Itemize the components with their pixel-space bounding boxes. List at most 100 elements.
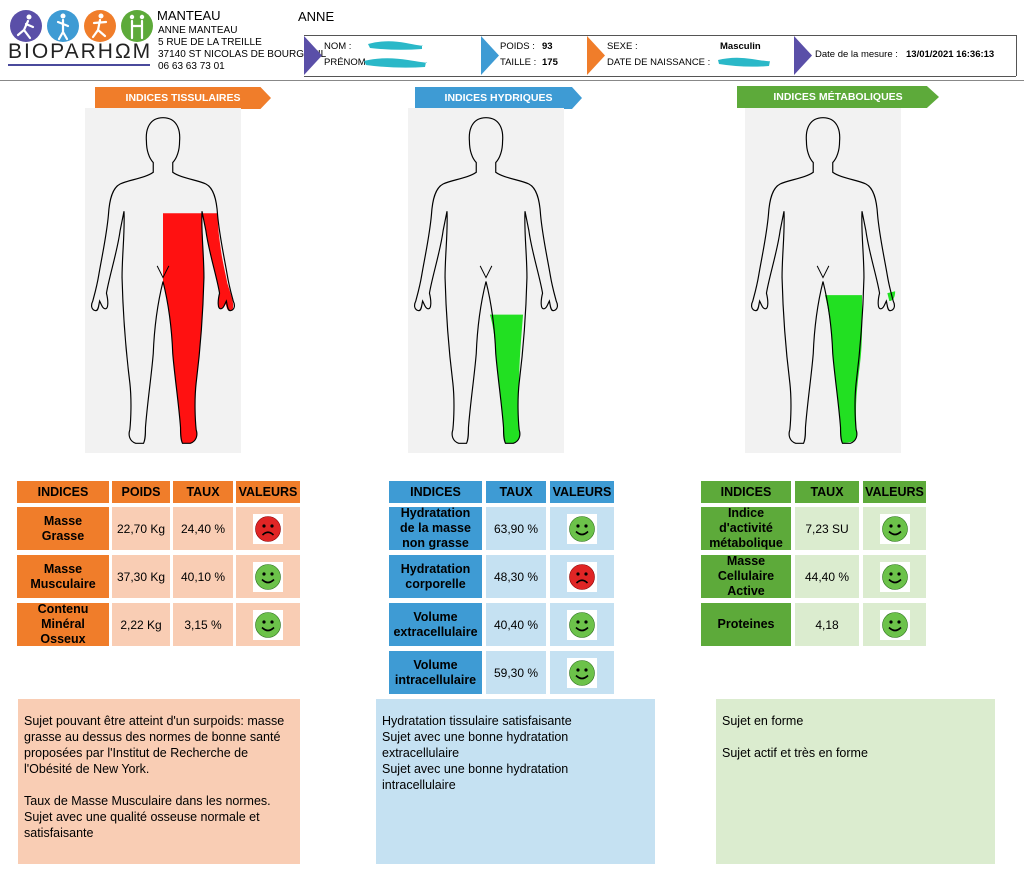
redaction-mark	[718, 57, 770, 67]
poids-label: POIDS :	[500, 41, 535, 52]
happy-face-icon	[567, 513, 597, 544]
cell-poids: 2,22 Kg	[112, 603, 170, 646]
client-line: ANNE MANTEAU	[158, 25, 238, 36]
sad-face-icon	[253, 513, 283, 544]
cell-poids: 37,30 Kg	[112, 555, 170, 598]
table-header-taux: TAUX	[486, 481, 546, 503]
cell-poids: 22,70 Kg	[112, 507, 170, 550]
row-label-volume-intracellulaire: Volume intracellulaire	[389, 651, 482, 694]
taille-value: 175	[542, 57, 558, 68]
arrow-right-icon	[587, 36, 605, 75]
table-header-indices: INDICES	[17, 481, 109, 503]
table-header-valeurs: VALEURS	[236, 481, 300, 503]
comment-text: Sujet en forme	[722, 714, 804, 728]
table-header-valeurs: VALEURS	[550, 481, 614, 503]
cell-taux: 4,18	[795, 603, 859, 646]
comment-text: Sujet avec une qualité osseuse normale e…	[24, 810, 260, 840]
client-name: MANTEAU	[157, 8, 221, 23]
row-label-hydratation-corporelle: Hydratation corporelle	[389, 555, 482, 598]
tab-indices-tissulaires: INDICES TISSULAIRES	[95, 87, 271, 109]
cell-taux: 3,15 %	[173, 603, 233, 646]
comment-text: Hydratation tissulaire satisfaisante	[382, 714, 572, 728]
arrow-right-icon	[481, 36, 499, 75]
tab-indices-hydriques: INDICES HYDRIQUES	[415, 87, 582, 109]
cell-taux: 40,40 %	[486, 603, 546, 646]
arrow-right-icon	[304, 36, 322, 75]
happy-face-icon	[253, 609, 283, 640]
body-figure-tissulaires	[85, 108, 241, 453]
sad-face-icon	[567, 561, 597, 592]
cell-valeur	[236, 603, 300, 646]
cell-valeur	[863, 555, 926, 598]
comment-box-hydriques: Hydratation tissulaire satisfaisante Suj…	[376, 699, 655, 864]
cell-valeur	[550, 603, 614, 646]
sexe-label: SEXE :	[607, 41, 638, 52]
table-header-valeurs: VALEURS	[863, 481, 926, 503]
header-divider	[0, 80, 1024, 81]
row-label-contenu-mineral-osseux: Contenu Minéral Osseux	[17, 602, 109, 646]
row-label-hydratation-masse-non-grasse: Hydratation de la masse non grasse	[389, 506, 482, 550]
body-figure-hydriques	[408, 108, 564, 453]
patient-first-name-header: ANNE	[298, 9, 335, 24]
cell-taux: 24,40 %	[173, 507, 233, 550]
table-header-indices: INDICES	[701, 481, 791, 503]
brand-logo-icons	[10, 10, 153, 42]
divider	[1016, 35, 1017, 76]
table-header-taux: TAUX	[173, 481, 233, 503]
cell-valeur	[550, 651, 614, 694]
cell-valeur	[550, 555, 614, 598]
brand-underline	[8, 64, 150, 66]
table-header-indices: INDICES	[389, 481, 482, 503]
row-label-indice-activite-metabolique: Indice d'activité métabolique	[701, 506, 791, 550]
naissance-label: DATE DE NAISSANCE :	[607, 57, 711, 68]
sexe-value: Masculin	[720, 41, 761, 52]
comment-text: Taux de Masse Musculaire dans les normes…	[24, 794, 271, 808]
redaction-mark	[364, 58, 428, 68]
comment-text: Sujet avec une bonne hydratation extrace…	[382, 730, 569, 760]
prenom-label: PRÉNOM :	[324, 57, 371, 68]
row-label-masse-cellulaire-active: Masse Cellulaire Active	[701, 554, 791, 598]
cell-taux: 48,30 %	[486, 555, 546, 598]
comment-text: Sujet actif et très en forme	[722, 746, 868, 760]
client-line: 5 RUE DE LA TREILLE	[158, 37, 262, 48]
cell-taux: 40,10 %	[173, 555, 233, 598]
comment-text: Sujet avec une bonne hydratation intrace…	[382, 762, 569, 792]
tab-indices-metaboliques: INDICES MÉTABOLIQUES	[737, 86, 939, 108]
row-label-masse-musculaire: Masse Musculaire	[17, 555, 109, 598]
happy-face-icon	[879, 561, 910, 592]
comment-box-tissulaires: Sujet pouvant être atteint d'un surpoids…	[18, 699, 300, 864]
date-label: Date de la mesure :	[815, 49, 898, 60]
poids-value: 93	[542, 41, 553, 52]
cell-taux: 63,90 %	[486, 507, 546, 550]
cell-valeur	[863, 603, 926, 646]
comment-box-metaboliques: Sujet en forme Sujet actif et très en fo…	[716, 699, 995, 864]
taille-label: TAILLE :	[500, 57, 537, 68]
table-header-taux: TAUX	[795, 481, 859, 503]
arrow-right-icon	[794, 36, 812, 75]
brand-name: BIOPARHΩM	[8, 40, 153, 63]
redaction-mark	[368, 41, 423, 50]
body-figure-icon	[90, 117, 236, 444]
row-label-proteines: Proteines	[701, 603, 791, 646]
cell-taux: 7,23 SU	[795, 507, 859, 550]
client-line: 37140 ST NICOLAS DE BOURGUEIL	[158, 49, 327, 60]
cell-valeur	[236, 507, 300, 550]
happy-face-icon	[253, 561, 283, 592]
date-value: 13/01/2021 16:36:13	[906, 49, 995, 60]
comment-text: Sujet pouvant être atteint d'un surpoids…	[24, 714, 285, 776]
happy-face-icon	[879, 609, 910, 640]
row-label-volume-extracellulaire: Volume extracellulaire	[389, 603, 482, 646]
cell-valeur	[863, 507, 926, 550]
happy-face-icon	[879, 513, 910, 544]
patient-info-bar	[304, 35, 1016, 77]
happy-face-icon	[567, 657, 597, 688]
cell-taux: 44,40 %	[795, 555, 859, 598]
happy-face-icon	[567, 609, 597, 640]
client-line: 06 63 63 73 01	[158, 61, 225, 72]
row-label-masse-grasse: Masse Grasse	[17, 507, 109, 550]
body-figure-icon	[750, 117, 896, 444]
nom-label: NOM :	[324, 41, 352, 52]
cell-taux: 59,30 %	[486, 651, 546, 694]
cell-valeur	[236, 555, 300, 598]
body-figure-icon	[413, 117, 559, 444]
